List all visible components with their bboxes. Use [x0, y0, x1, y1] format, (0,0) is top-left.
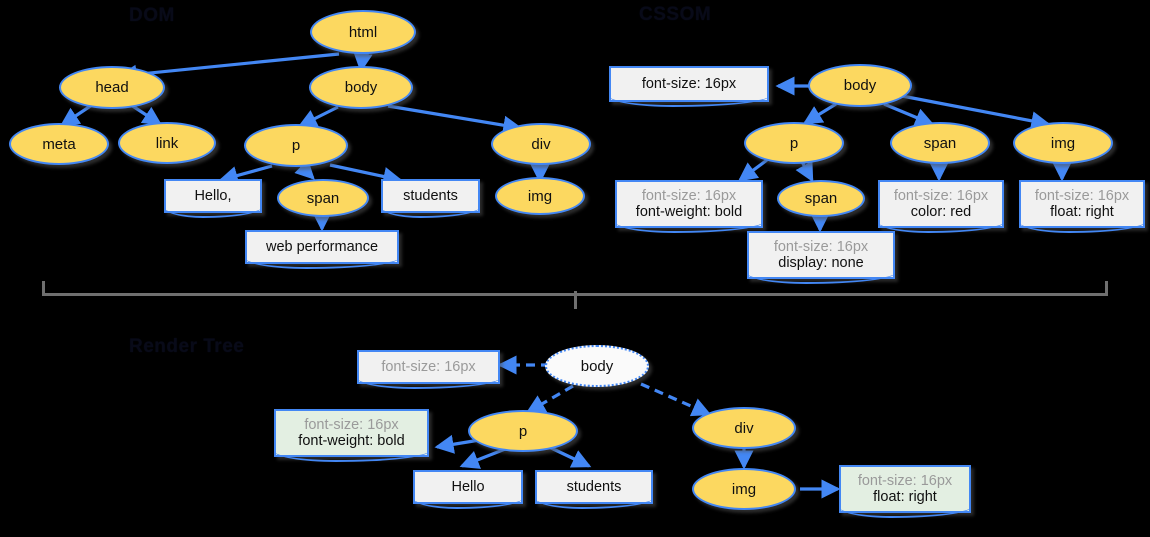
dom-text-students: students	[380, 179, 481, 218]
divider-tick-center	[574, 291, 577, 309]
dom-node-p[interactable]: p	[244, 124, 348, 167]
cssom-rule-img: font-size: 16px float: right	[1018, 180, 1146, 233]
render-node-body[interactable]: body	[545, 345, 649, 387]
cssom-rule-p: font-size: 16px font-weight: bold	[614, 180, 764, 233]
render-text-students: students	[534, 470, 654, 509]
render-rule-p-inherited: font-size: 16px	[304, 417, 399, 433]
render-rule-body-inherited: font-size: 16px	[381, 359, 476, 375]
cssom-rule-p-inherited: font-size: 16px	[641, 188, 737, 204]
cssom-rule-span: font-size: 16px color: red	[877, 180, 1005, 233]
cssom-rule-span-own: color: red	[910, 204, 972, 220]
cssom-rule-p-own: font-weight: bold	[635, 204, 743, 220]
render-rule-img: font-size: 16px float: right	[838, 465, 972, 518]
cssom-rule-span-inherited: font-size: 16px	[893, 188, 989, 204]
cssom-panel-title: CSSOM	[639, 4, 712, 25]
render-node-div[interactable]: div	[692, 407, 796, 449]
cssom-rule-body-own: font-size: 16px	[641, 76, 737, 92]
dom-text-hello: Hello,	[163, 179, 263, 218]
dom-node-head[interactable]: head	[59, 66, 165, 109]
divider-tick-right	[1105, 281, 1108, 294]
dom-node-body[interactable]: body	[309, 66, 413, 109]
render-rule-img-own: float: right	[873, 489, 937, 505]
cssom-node-body[interactable]: body	[808, 64, 912, 107]
render-rule-p-own: font-weight: bold	[298, 433, 405, 449]
render-text-hello: Hello	[412, 470, 524, 509]
render-text-students-label: students	[566, 479, 622, 495]
render-node-p[interactable]: p	[468, 410, 578, 452]
dom-text-web-performance: web performance	[244, 230, 400, 269]
cssom-rule-img-own: float: right	[1050, 204, 1114, 220]
dom-node-html[interactable]: html	[310, 10, 416, 54]
render-panel-title: Render Tree	[129, 336, 245, 357]
cssom-rule-img-inherited: font-size: 16px	[1034, 188, 1130, 204]
render-rule-img-inherited: font-size: 16px	[857, 473, 953, 489]
cssom-node-p[interactable]: p	[744, 122, 844, 164]
render-node-img[interactable]: img	[692, 468, 796, 510]
dom-node-meta[interactable]: meta	[9, 123, 109, 165]
dom-text-hello-label: Hello,	[194, 188, 232, 204]
render-rule-body: font-size: 16px	[356, 350, 501, 389]
cssom-node-span[interactable]: span	[890, 122, 990, 164]
cssom-rule-span-nested-own: display: none	[778, 255, 864, 271]
dom-text-web-performance-label: web performance	[265, 239, 379, 255]
cssom-rule-span-nested: font-size: 16px display: none	[746, 231, 896, 284]
dom-node-img[interactable]: img	[495, 177, 585, 215]
cssom-node-img[interactable]: img	[1013, 122, 1113, 164]
dom-node-span[interactable]: span	[277, 179, 369, 217]
render-text-hello-label: Hello	[451, 479, 485, 495]
dom-node-div[interactable]: div	[491, 123, 591, 165]
cssom-rule-span-nested-inherited: font-size: 16px	[773, 239, 869, 255]
dom-panel-title: DOM	[129, 5, 175, 26]
cssom-node-span-nested[interactable]: span	[777, 180, 865, 217]
dom-node-link[interactable]: link	[118, 122, 216, 164]
render-rule-p: font-size: 16px font-weight: bold	[273, 409, 430, 462]
dom-text-students-label: students	[403, 188, 458, 204]
cssom-rule-body: font-size: 16px	[608, 66, 770, 107]
divider-tick-left	[42, 281, 45, 294]
